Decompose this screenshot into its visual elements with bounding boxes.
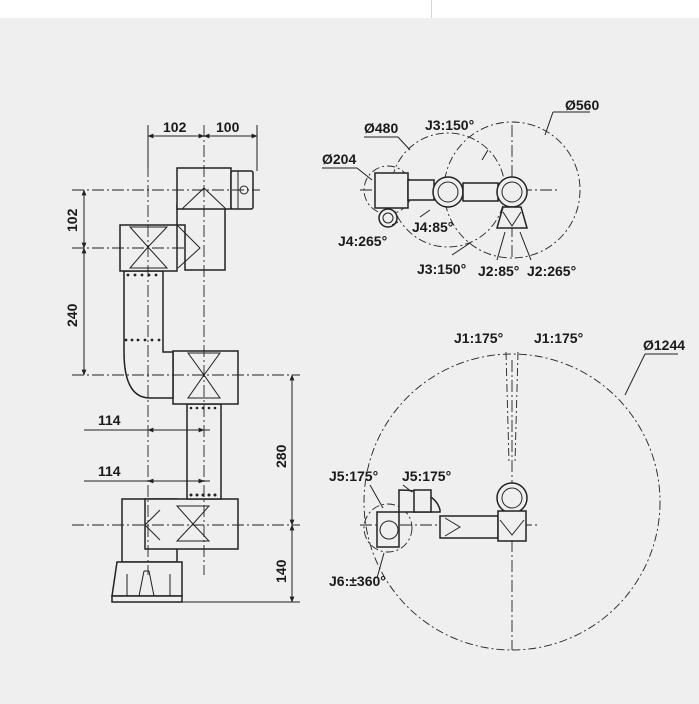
j1-right-label: J1:175° [534, 330, 583, 346]
j5-left-label: J5:175° [329, 468, 378, 484]
j2-85-label: J2:85° [478, 263, 519, 279]
dia-204-label: Ø204 [322, 151, 356, 167]
dim-280: 280 [273, 444, 289, 468]
dim-140: 140 [273, 559, 289, 583]
wrist-flange-circle [378, 208, 398, 228]
wrist-view: Ø560 Ø480 Ø204 J3:150° J4:85° J4:265° J3… [322, 97, 599, 279]
dia-560-label: Ø560 [565, 97, 599, 113]
j4-85-label: J4:85° [412, 219, 453, 235]
upper-link [123, 270, 174, 399]
side-view: 102 100 102 240 114 114 280 140 [64, 119, 300, 603]
dim-114-upper: 114 [98, 412, 121, 428]
j1-left-label: J1:175° [454, 330, 503, 346]
dia-480-label: Ø480 [364, 120, 398, 136]
dia-1244-label: Ø1244 [643, 337, 685, 353]
base-flange [111, 561, 183, 597]
j6-label: J6:±360° [329, 573, 386, 589]
dim-top-left: 102 [163, 119, 187, 135]
j3-top-label: J3:150° [425, 117, 474, 133]
wrist-tool-box [374, 172, 409, 209]
base-view: Ø1244 J1:175° J1:175° J5:175° J5:175° J6… [329, 330, 685, 651]
j3-bottom-label: J3:150° [417, 261, 466, 277]
dim-102: 102 [64, 208, 80, 232]
dim-240: 240 [64, 303, 80, 327]
j4-265-label: J4:265° [338, 233, 387, 249]
j2-265-label: J2:265° [527, 263, 576, 279]
dim-114-lower: 114 [98, 463, 121, 479]
j5-right-label: J5:175° [402, 468, 451, 484]
wrist2-joint [176, 204, 226, 271]
dim-top-right: 100 [216, 119, 240, 135]
top-border [0, 0, 699, 18]
